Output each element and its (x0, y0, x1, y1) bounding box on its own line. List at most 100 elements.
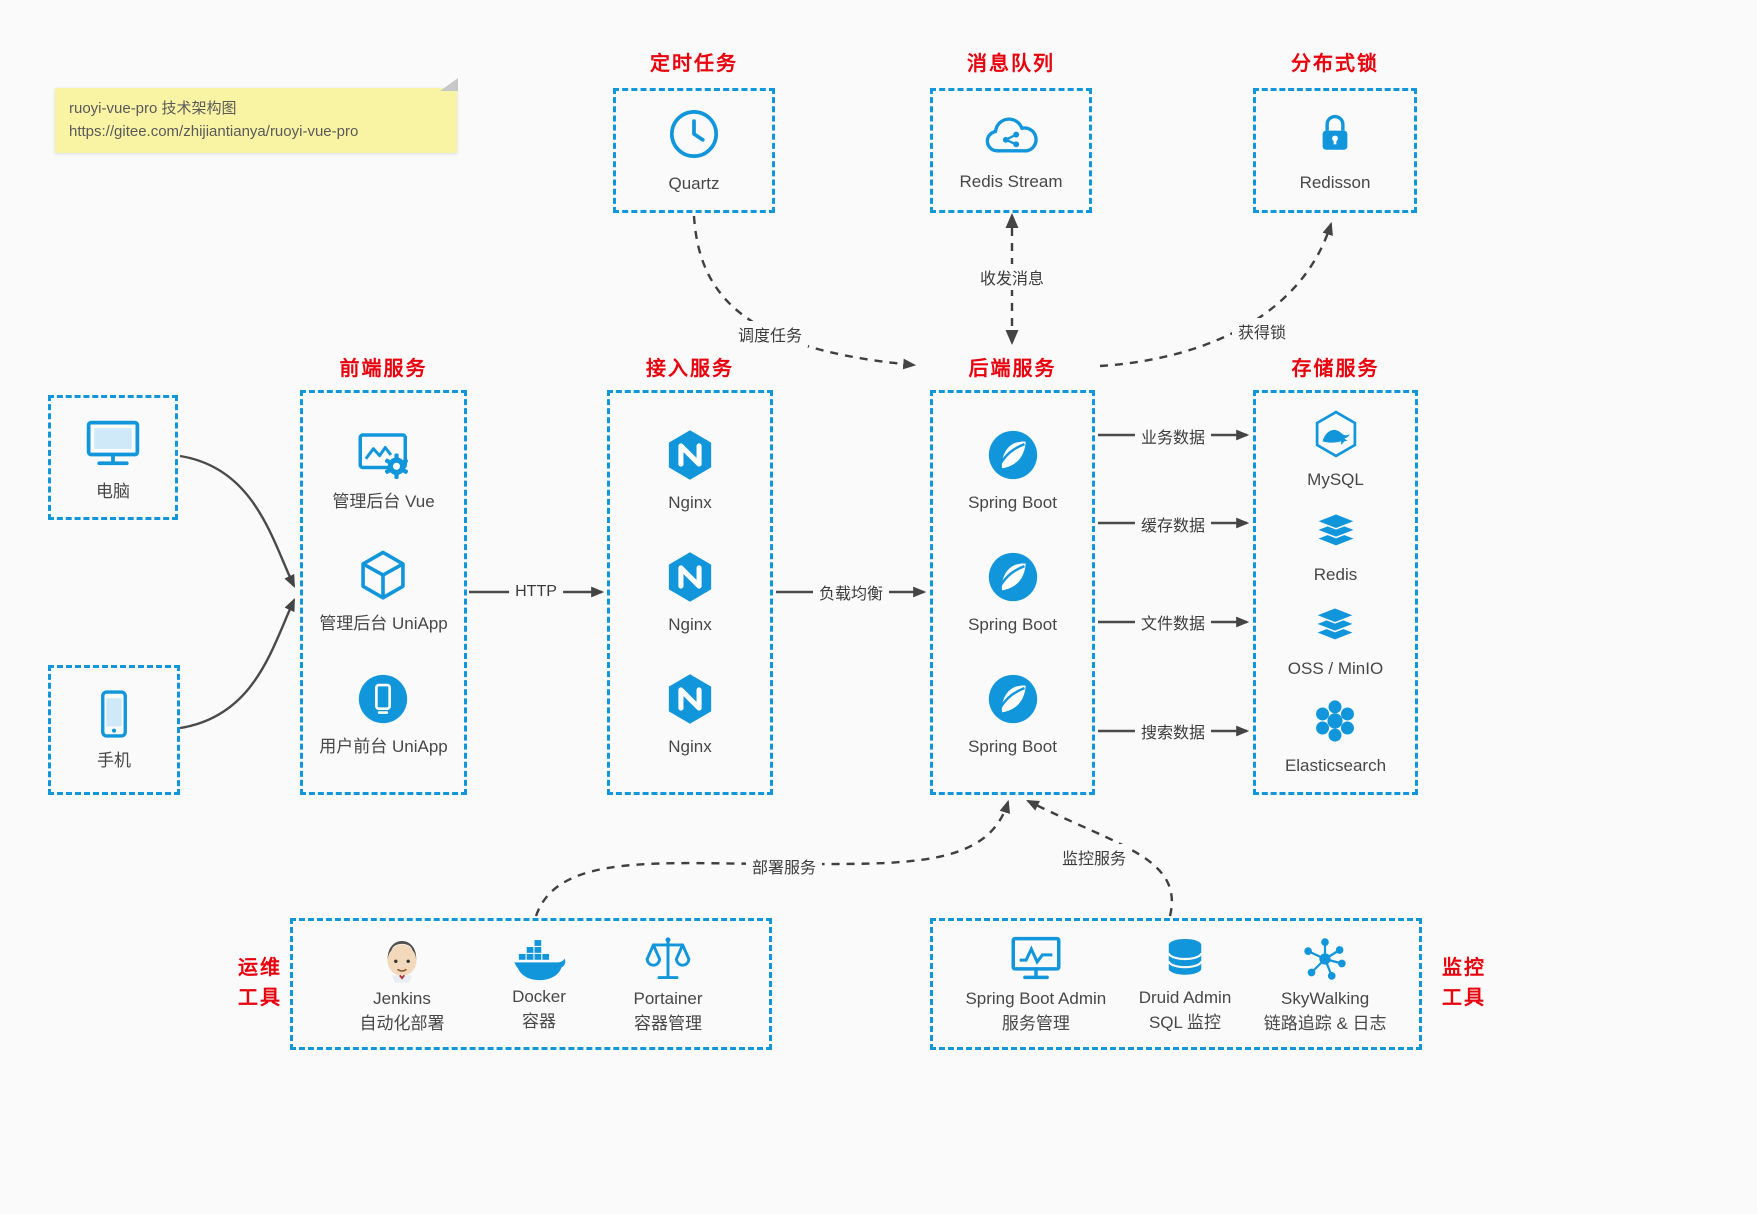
title-backend: 后端服务 (968, 358, 1057, 380)
mysql-dolphin-icon (1309, 407, 1363, 461)
monitoring-item-sba: Spring Boot Admin 服务管理 (965, 932, 1106, 1036)
edge-acquire-lock (1099, 221, 1333, 368)
monitoring-item-druid: Druid Admin SQL 监控 (1138, 933, 1232, 1035)
cube-icon (354, 547, 412, 605)
title-scheduled-tasks: 定时任务 (650, 53, 738, 75)
backend-item-spring-1: Spring Boot (968, 426, 1057, 515)
ops-item-portainer: Portainer 容器管理 (633, 932, 703, 1036)
oss-stack-icon (1309, 600, 1361, 650)
frontend-item-admin-uniapp: 管理后台 UniApp (319, 547, 448, 636)
redisson-box: Redisson (1253, 88, 1417, 213)
ops-item-docker: Docker 容器 (511, 934, 567, 1034)
mysql-label: MySQL (1307, 469, 1364, 489)
quartz-box: Quartz (613, 88, 775, 213)
monitor-chart-icon (1008, 932, 1064, 986)
spring-leaf-icon (984, 426, 1042, 484)
ops-tools-box: Jenkins 自动化部署 Docker (290, 918, 772, 1050)
topology-icon (1298, 932, 1352, 986)
redis-label: Redis (1313, 564, 1358, 584)
oss-minio-label: OSS / MinIO (1287, 659, 1384, 679)
backend-item-spring-3: Spring Boot (968, 670, 1057, 759)
database-icon (1159, 933, 1211, 985)
note-title: ruoyi-vue-pro 技术架构图 (69, 100, 237, 117)
spring-boot-admin-sub-label: 服务管理 (1001, 1014, 1070, 1033)
frontend-box: 管理后台 Vue 管理后台 UniApp (300, 390, 467, 795)
edge-phone-to-frontend (179, 598, 296, 730)
quartz-label: Quartz (668, 173, 720, 193)
gateway-item-nginx-2: Nginx (661, 548, 719, 637)
user-uniapp-label: 用户前台 UniApp (319, 736, 448, 756)
cloud-queue-icon (980, 108, 1042, 160)
storage-item-redis: Redis (1310, 506, 1362, 587)
spring-boot-admin-label: Spring Boot Admin (965, 989, 1107, 1009)
sticky-note: ruoyi-vue-pro 技术架构图 https://gitee.com/zh… (55, 78, 458, 153)
pc-client-label: 电脑 (96, 481, 130, 501)
gateway-item-nginx-1: Nginx (661, 426, 719, 515)
redis-stack-icon (1310, 506, 1362, 556)
phone-icon (87, 687, 141, 741)
title-ops-tools: 运维 工具 (238, 957, 282, 1009)
edge-label-file-data: 文件数据 (1134, 609, 1212, 635)
gateway-box: Nginx Nginx Nginx (607, 390, 773, 795)
edge-label-http: HTTP (509, 582, 563, 602)
edge-label-lock: 获得锁 (1231, 318, 1293, 344)
edge-label-cache-data: 缓存数据 (1134, 511, 1212, 537)
mobile-circle-icon (354, 670, 412, 728)
elasticsearch-label: Elasticsearch (1284, 756, 1387, 776)
edge-pc-to-frontend (179, 454, 296, 588)
storage-box: MySQL Redis (1253, 390, 1418, 795)
edge-messaging-arrow-down (1005, 330, 1019, 345)
edge-label-load-balance: 负载均衡 (812, 579, 890, 605)
edge-label-monitor: 监控服务 (1055, 844, 1133, 870)
spring-leaf-icon (984, 670, 1042, 728)
title-storage: 存储服务 (1291, 358, 1380, 380)
backend-box: Spring Boot Spring Boot Spring Boot (930, 390, 1095, 795)
mobile-client-box: 手机 (48, 665, 180, 795)
note-fold-corner (440, 78, 458, 91)
spring-boot-label: Spring Boot (968, 615, 1057, 635)
edge-label-messaging: 收发消息 (973, 264, 1051, 290)
redisson-label: Redisson (1299, 172, 1371, 192)
storage-item-oss: OSS / MinIO (1288, 600, 1383, 681)
mobile-client-label: 手机 (97, 751, 131, 771)
portainer-label: Portainer (633, 989, 703, 1009)
elasticsearch-cluster-icon (1309, 695, 1361, 747)
nginx-label: Nginx (668, 493, 712, 513)
ops-item-jenkins: Jenkins 自动化部署 (360, 932, 445, 1036)
jenkins-label: Jenkins (373, 989, 431, 1009)
edge-label-schedule: 调度任务 (731, 321, 809, 347)
monitoring-tools-box: Spring Boot Admin 服务管理 Druid Admin SQL 监… (930, 918, 1422, 1050)
jenkins-icon (375, 932, 429, 986)
desktop-icon (83, 412, 143, 472)
frontend-item-admin-vue: 管理后台 Vue (332, 427, 435, 514)
spring-leaf-icon (984, 548, 1042, 606)
docker-label: Docker (512, 987, 566, 1007)
nginx-hexagon-icon (661, 426, 719, 484)
skywalking-sub-label: 链路追踪 & 日志 (1263, 1014, 1387, 1033)
monitoring-item-skywalking: SkyWalking 链路追踪 & 日志 (1264, 932, 1387, 1036)
spring-boot-label: Spring Boot (968, 493, 1057, 513)
redis-stream-box: Redis Stream (930, 88, 1092, 213)
edge-label-deploy: 部署服务 (745, 853, 823, 879)
edge-messaging-arrow-up (1005, 213, 1019, 228)
portainer-scales-icon (641, 932, 695, 986)
admin-vue-label: 管理后台 Vue (332, 491, 435, 511)
backend-item-spring-2: Spring Boot (968, 548, 1057, 637)
admin-window-gear-icon (354, 427, 414, 483)
frontend-item-user-uniapp: 用户前台 UniApp (319, 670, 448, 759)
edge-label-search-data: 搜索数据 (1134, 718, 1212, 744)
druid-admin-label: Druid Admin (1138, 988, 1232, 1008)
spring-boot-label: Spring Boot (968, 737, 1057, 757)
title-frontend: 前端服务 (339, 358, 428, 380)
title-gateway: 接入服务 (646, 358, 734, 380)
jenkins-sub-label: 自动化部署 (359, 1014, 445, 1033)
docker-sub-label: 容器 (522, 1012, 556, 1031)
pc-client-box: 电脑 (48, 395, 178, 520)
portainer-sub-label: 容器管理 (633, 1014, 702, 1033)
note-url: https://gitee.com/zhijiantianya/ruoyi-vu… (69, 123, 359, 141)
title-distributed-lock: 分布式锁 (1291, 53, 1379, 75)
title-monitoring-tools: 监控 工具 (1442, 957, 1486, 1009)
nginx-label: Nginx (668, 615, 712, 635)
